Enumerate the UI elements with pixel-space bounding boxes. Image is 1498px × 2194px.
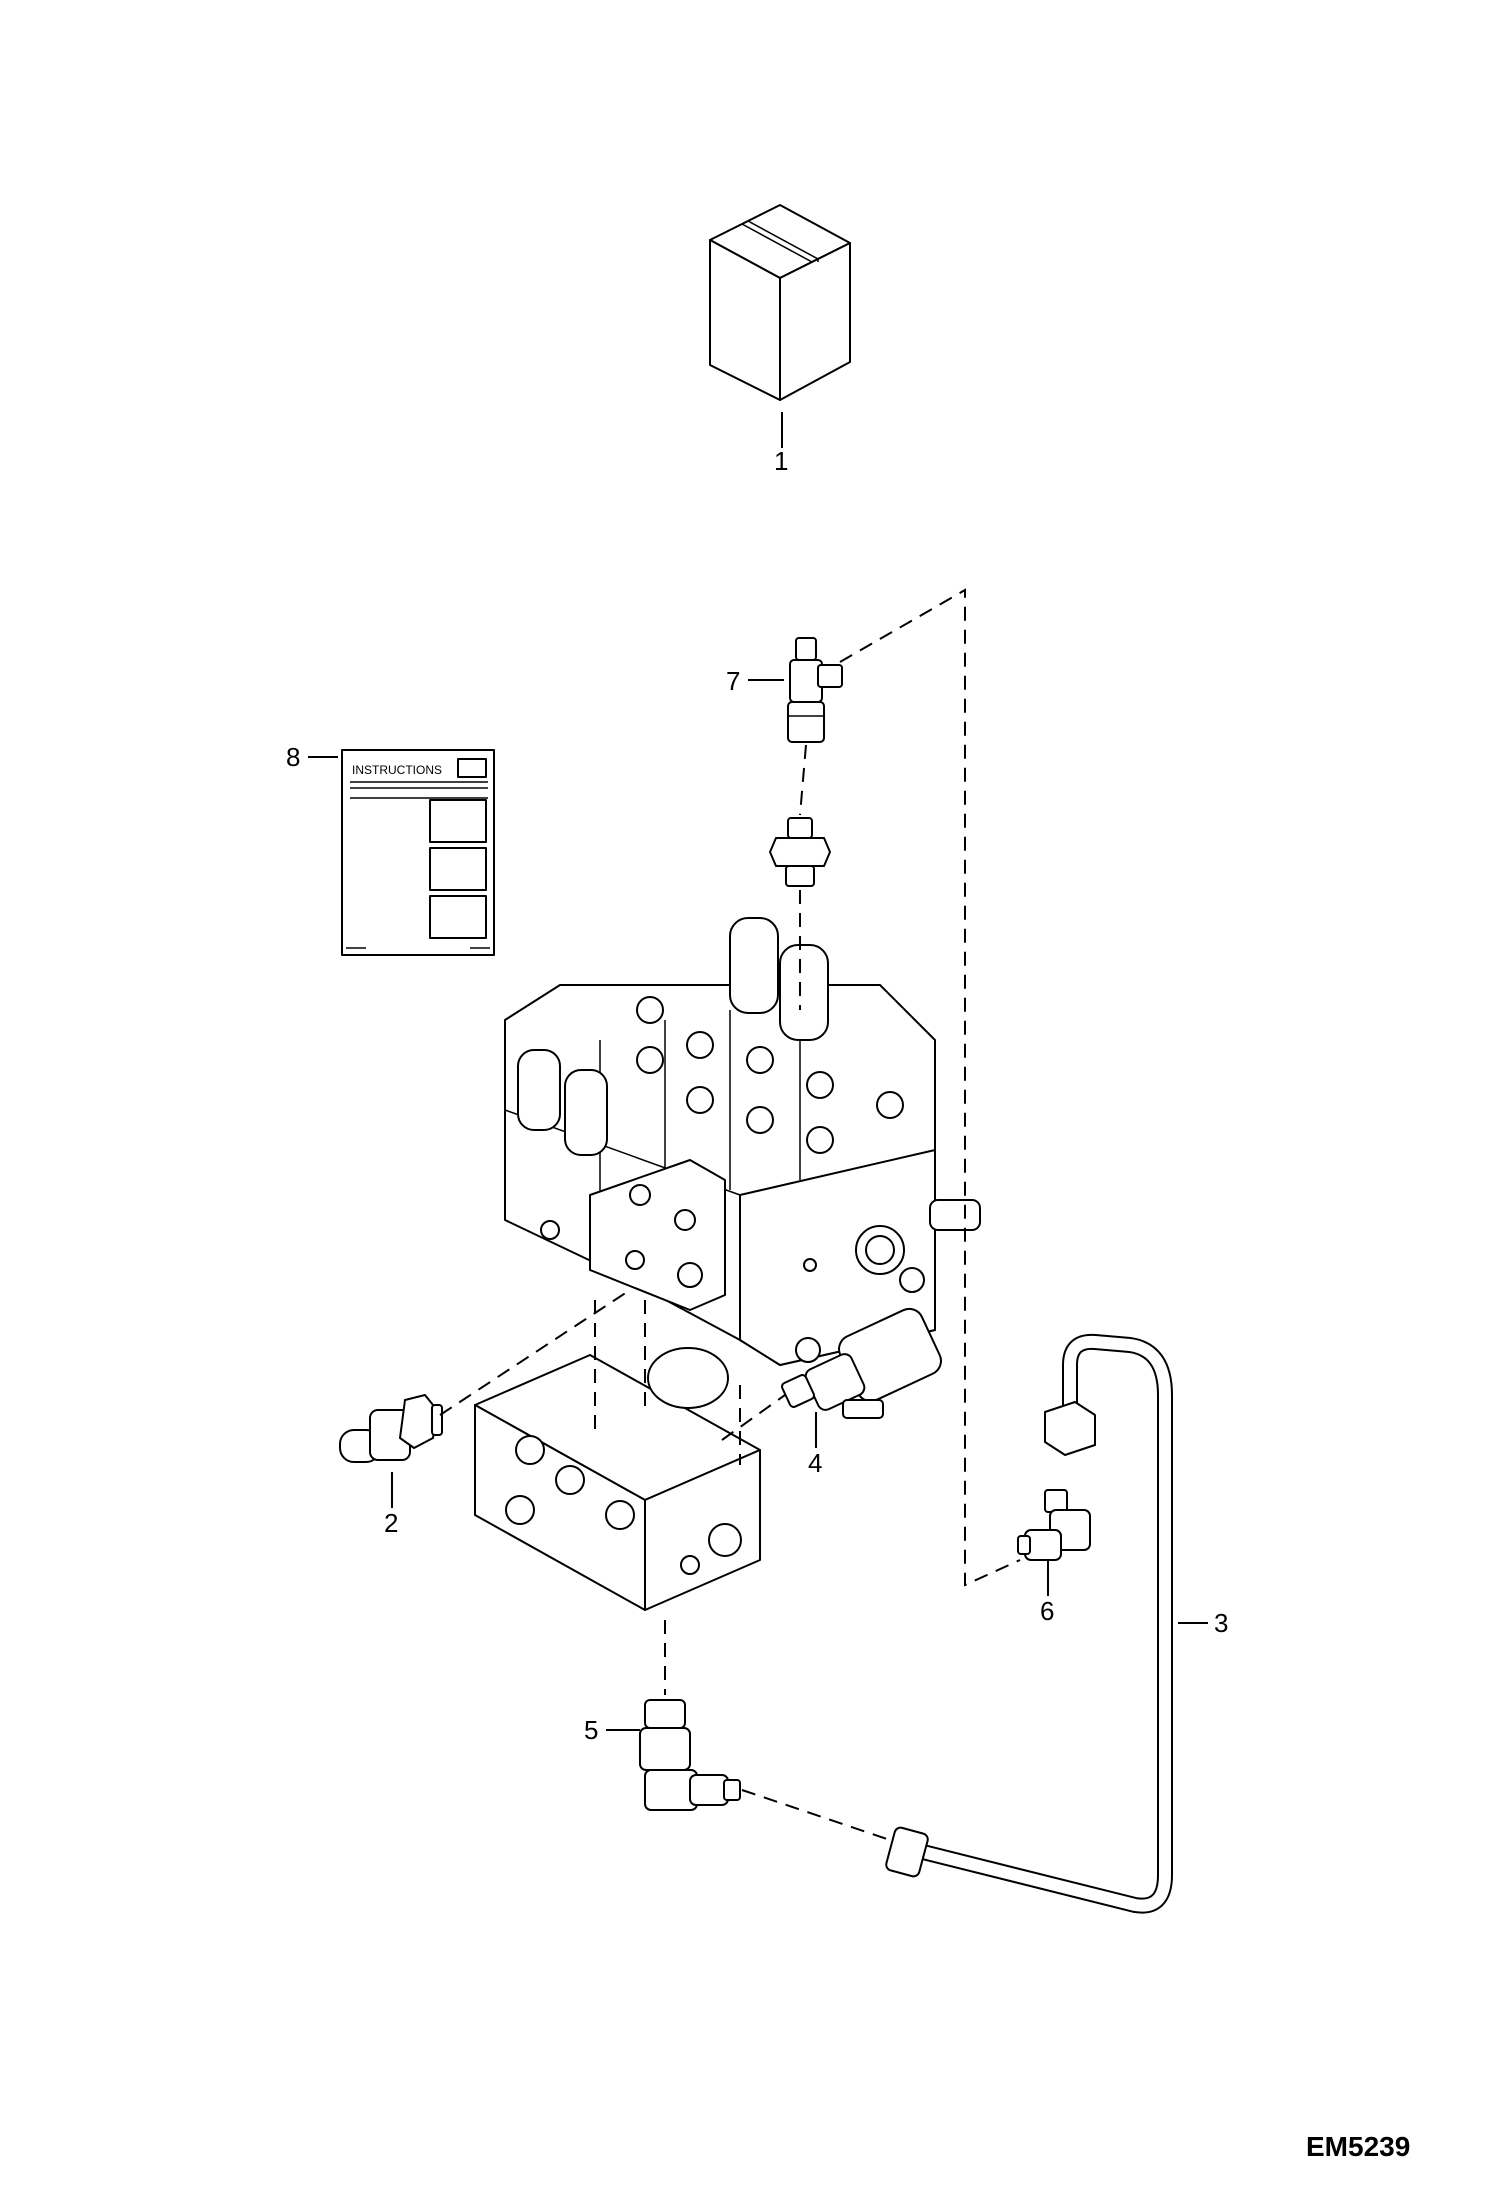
callout-4: 4 — [808, 1448, 822, 1478]
callout-7: 7 — [726, 666, 740, 696]
callout-6: 6 — [1040, 1596, 1054, 1626]
callout-8: 8 — [286, 742, 300, 772]
dashed-line-tee-to-tube — [839, 588, 1021, 1587]
dashed-line-tee-to-adapter — [799, 744, 807, 816]
mounting-block — [474, 1347, 761, 1611]
instructions-sheet: INSTRUCTIONS — [341, 749, 495, 956]
valve-assembly — [504, 917, 981, 1366]
drawing-code: EM5239 — [1306, 2131, 1410, 2162]
callout-2: 2 — [384, 1508, 398, 1538]
elbow-fitting — [639, 1699, 741, 1811]
pressure-switch — [339, 1394, 443, 1463]
dashed-line-solenoid — [721, 1394, 786, 1441]
elbow-fitting-small — [1017, 1489, 1091, 1561]
callout-3: 3 — [1214, 1608, 1228, 1638]
hydraulic-tube — [885, 1333, 1173, 1914]
adapter-fitting — [769, 817, 831, 887]
kit-box — [709, 204, 851, 401]
callout-1: 1 — [774, 446, 788, 476]
callout-5: 5 — [584, 1715, 598, 1745]
dashed-line-elbow-to-tube — [741, 1789, 891, 1841]
solenoid-valve — [781, 1307, 942, 1419]
tee-fitting — [787, 637, 843, 743]
dashed-line-switch-to-valve — [439, 1289, 631, 1416]
instructions-label: INSTRUCTIONS — [352, 763, 442, 777]
